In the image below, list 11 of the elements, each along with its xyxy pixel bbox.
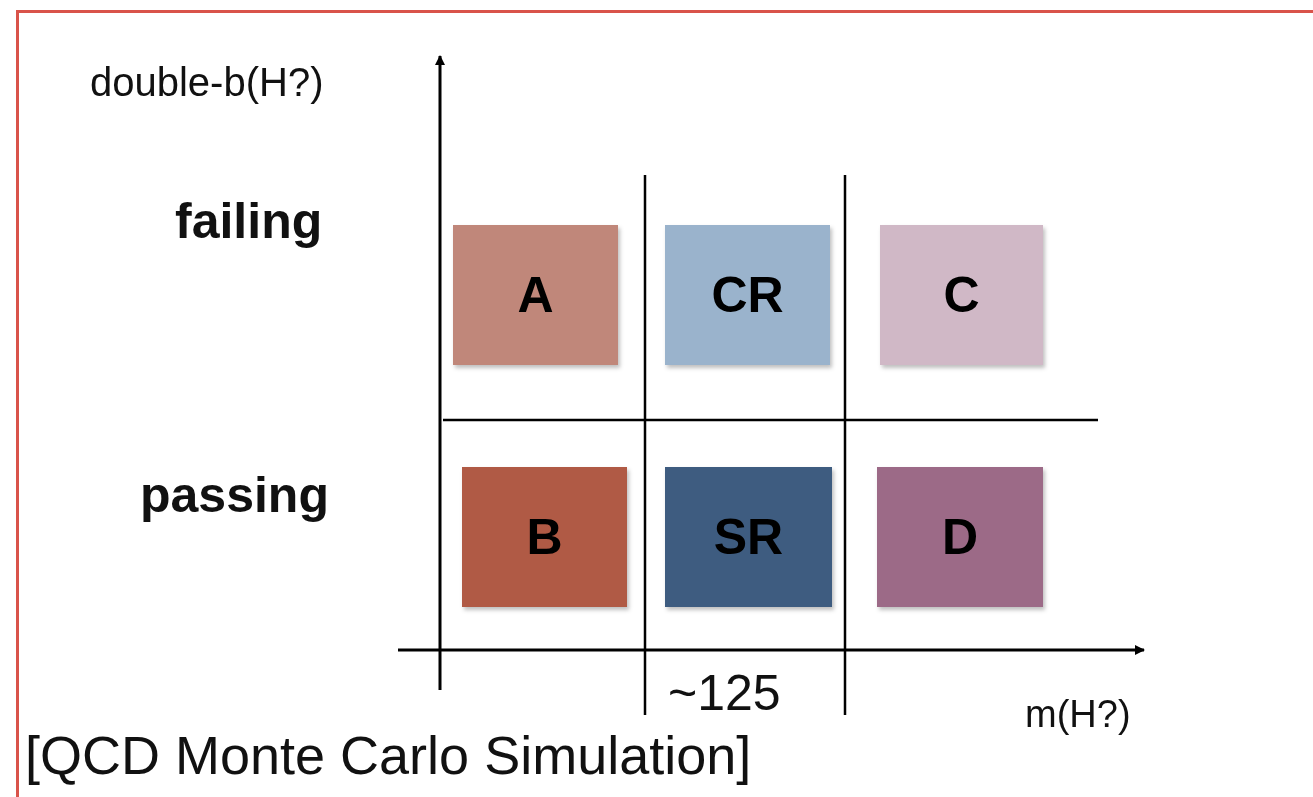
region-box: B xyxy=(462,467,627,607)
region-box: CR xyxy=(665,225,830,365)
axis-title: double-b(H?) xyxy=(90,62,324,102)
region-box: D xyxy=(877,467,1043,607)
region-box: A xyxy=(453,225,618,365)
tick-label: ~125 xyxy=(668,668,781,718)
region-box: SR xyxy=(665,467,832,607)
row-label: passing xyxy=(140,470,329,520)
axis-title: m(H?) xyxy=(1025,695,1131,733)
row-label: failing xyxy=(175,196,323,246)
region-box: C xyxy=(880,225,1043,365)
